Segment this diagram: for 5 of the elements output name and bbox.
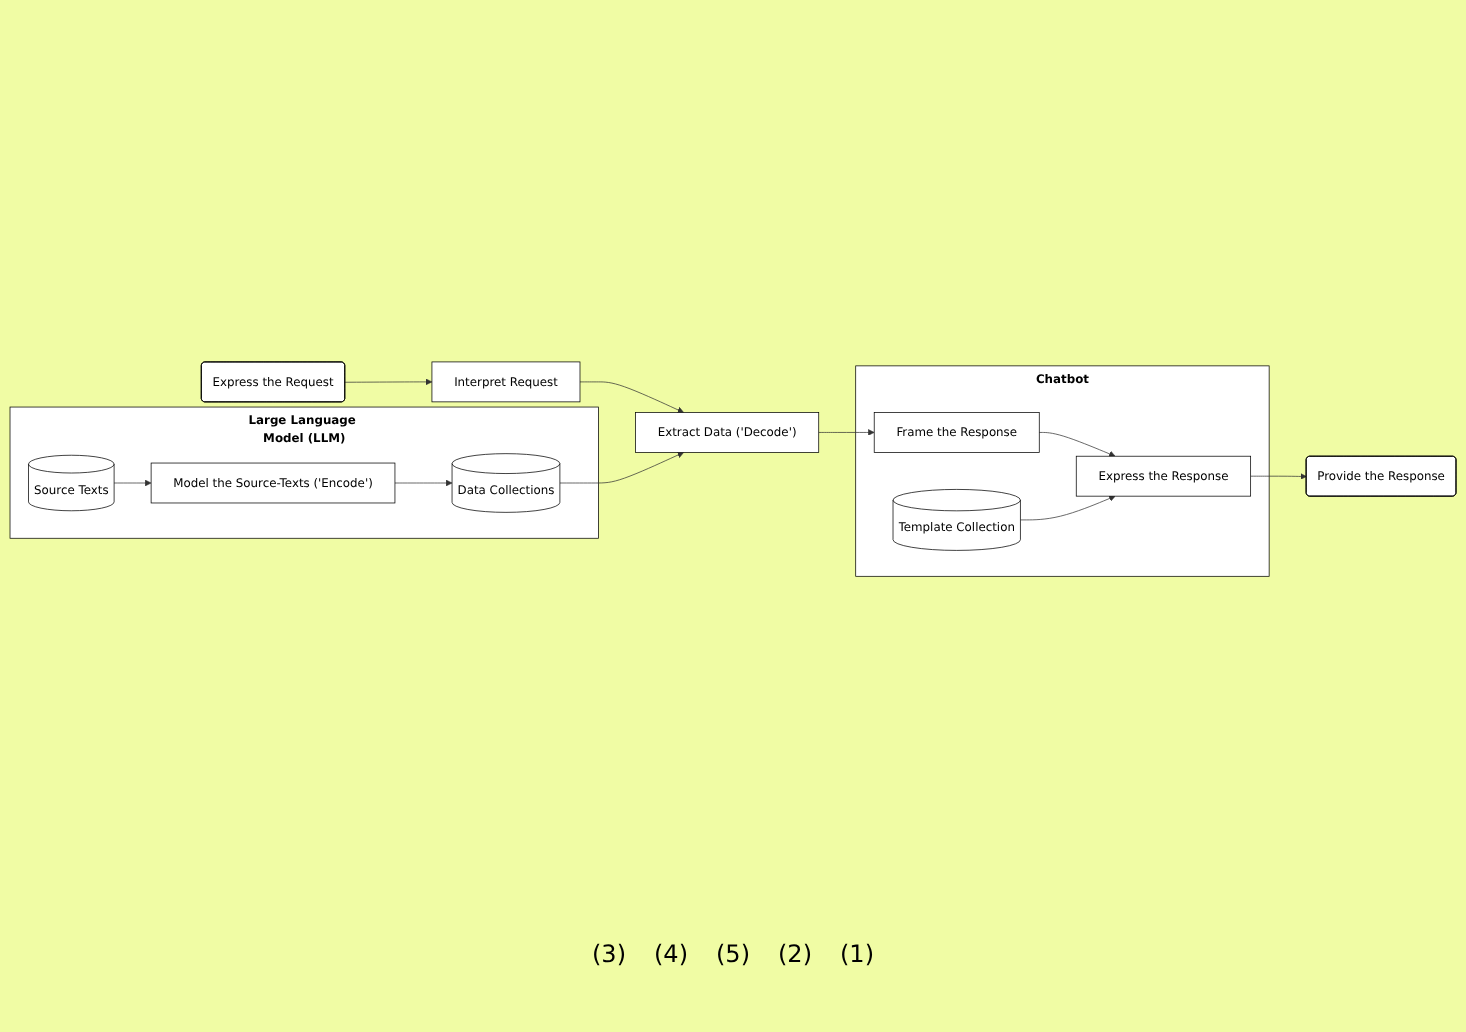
callout-number: (5): [716, 940, 750, 968]
callout-number: (4): [654, 940, 688, 968]
callout-number: (2): [778, 940, 812, 968]
callout-number: (1): [840, 940, 874, 968]
callout-number: (3): [592, 940, 626, 968]
